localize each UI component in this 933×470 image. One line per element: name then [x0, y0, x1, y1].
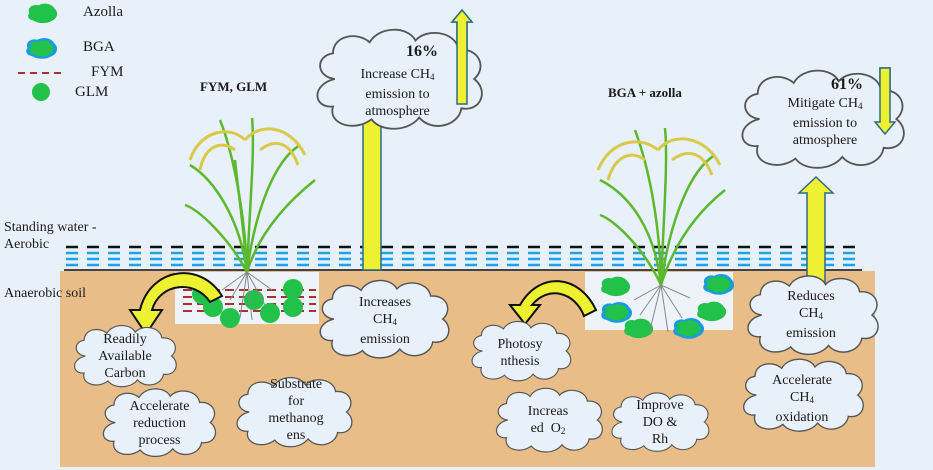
left-panel-title: FYM, GLM: [200, 79, 268, 94]
aerobic-label: Aerobic: [4, 237, 50, 252]
legend-azolla-symbol: [28, 3, 58, 24]
left-rice-plant-icon: [184, 117, 316, 273]
left-roots-icon: [221, 271, 273, 321]
left-top-up-arrow-front: [450, 8, 474, 105]
right-roots-icon: [633, 284, 691, 333]
right-curved-arrow: [507, 280, 598, 326]
left-curved-arrow: [128, 272, 224, 336]
legend-bga-symbol: [26, 38, 58, 59]
legend-fym-label: FYM: [91, 64, 124, 80]
right-top-down-arrow-front: [873, 67, 897, 136]
increases-ch4-emission-text: Increases CH4 emission: [358, 295, 412, 347]
anaerobic-soil-label: Anaerobic soil: [4, 286, 87, 301]
mitigate-percent: 61%: [831, 76, 863, 93]
increase-percent: 16%: [406, 43, 438, 60]
accelerate-ch4-oxidation-text: Accelerate CH4 oxidation: [772, 373, 832, 425]
water-dashes: [66, 251, 862, 267]
legend-glm-symbol: [32, 83, 50, 101]
right-up-arrow: [797, 175, 835, 286]
legend-bga-label: BGA: [83, 39, 115, 55]
right-rice-plant-icon: [596, 127, 726, 286]
mitigate-ch4-text: Mitigate CH4 emission to atmosphere: [787, 96, 863, 148]
reduces-ch4-emission-text: Reduces CH4 emission: [786, 289, 836, 341]
legend-glm-label: GLM: [75, 84, 109, 100]
standing-water-label: Standing water -: [4, 220, 97, 235]
increase-ch4-text: Increase CH4 emission to atmosphere: [360, 67, 435, 119]
increased-o2-text: Increas ed O2: [527, 404, 569, 436]
right-panel-title: BGA + azolla: [608, 85, 682, 100]
legend-azolla-label: Azolla: [83, 4, 123, 20]
